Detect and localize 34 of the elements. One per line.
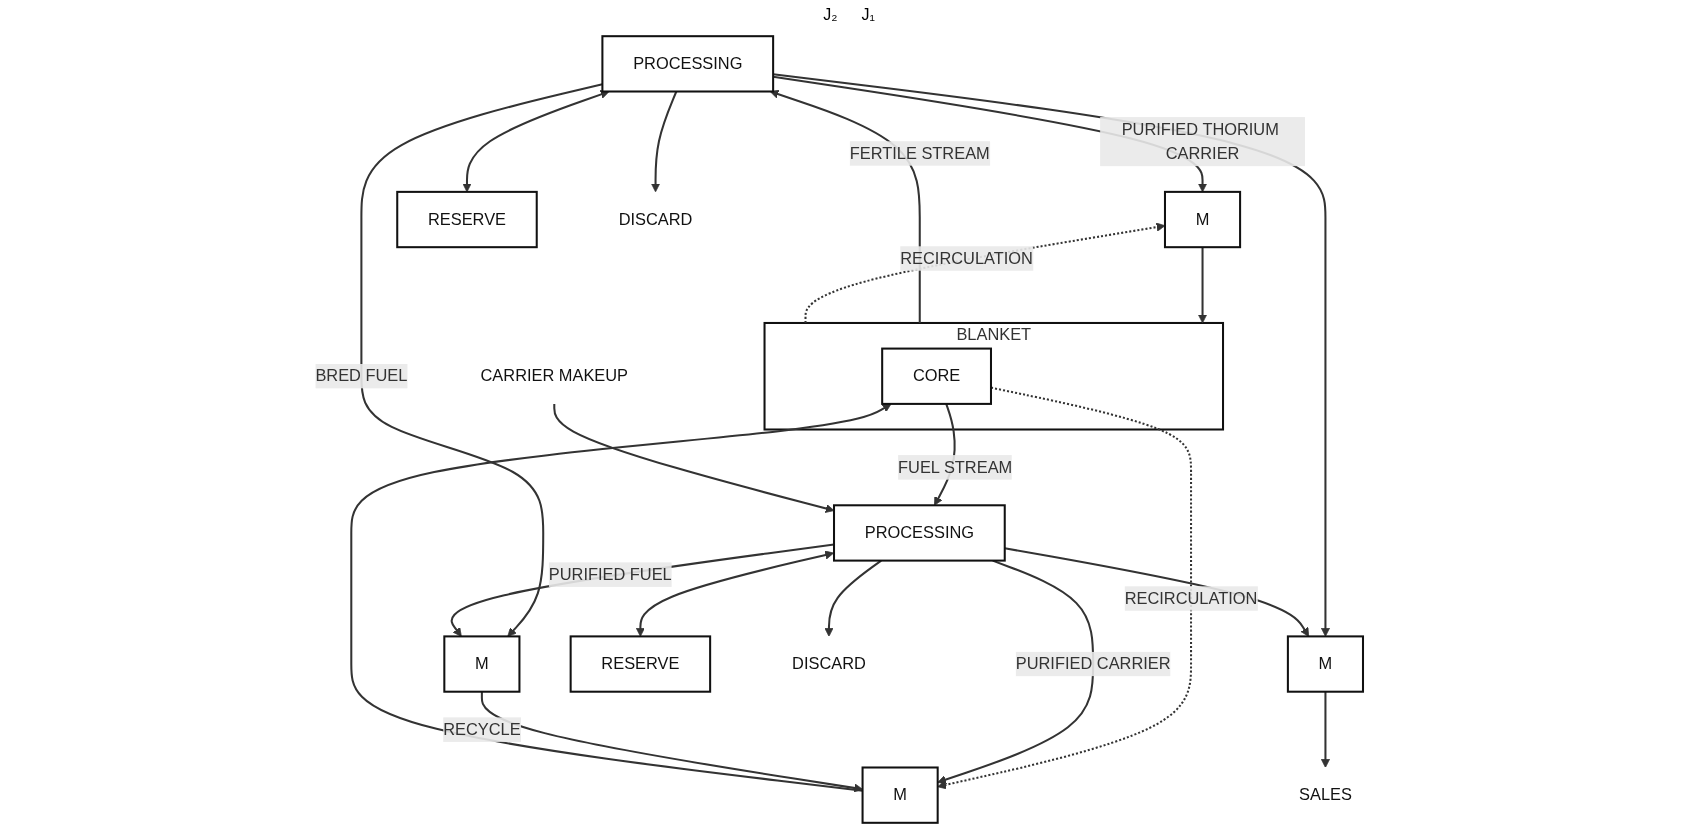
- edge-label: FERTILE STREAM: [849, 144, 990, 162]
- arrow: [937, 386, 1193, 790]
- arrow: [1198, 247, 1208, 324]
- edge-label: PURIFIED CARRIER: [1015, 654, 1171, 673]
- node-box: M: [1286, 635, 1365, 693]
- node-box: M: [861, 766, 939, 824]
- edge-label: BRED FUEL: [315, 367, 408, 385]
- node-text: DISCARD: [618, 210, 693, 228]
- node-text: SALES: [1299, 785, 1352, 804]
- node-box: M: [1163, 190, 1242, 249]
- arrow: [1320, 691, 1330, 768]
- junction-label: J₁: [861, 6, 875, 24]
- arrow: [350, 403, 892, 792]
- node-box: RESERVE: [569, 635, 712, 693]
- node-box: M: [443, 635, 521, 693]
- arrow: [651, 91, 678, 193]
- node-box: RESERVE: [396, 190, 538, 249]
- node-box: PROCESSING: [601, 35, 775, 93]
- arrow: [360, 83, 603, 637]
- node-text: DISCARD: [792, 654, 866, 673]
- edge-label: RECYCLE: [443, 720, 521, 738]
- edge-label: FUEL STREAM: [898, 458, 1013, 476]
- junction-label: J₂: [823, 6, 838, 24]
- edge-label: PURIFIED FUEL: [548, 565, 672, 583]
- node-text: CARRIER MAKEUP: [480, 367, 629, 385]
- node-box: PROCESSING: [833, 504, 1006, 562]
- arrow: [553, 403, 835, 513]
- edge-label: RECIRCULATION: [1124, 589, 1258, 607]
- node-box: CORE: [881, 347, 992, 405]
- edge-label: RECIRCULATION: [900, 249, 1033, 267]
- arrow: [635, 550, 835, 637]
- arrow: [450, 543, 835, 637]
- edge-label: PURIFIED THORIUM CARRIER: [1121, 120, 1279, 163]
- arrow: [480, 691, 863, 793]
